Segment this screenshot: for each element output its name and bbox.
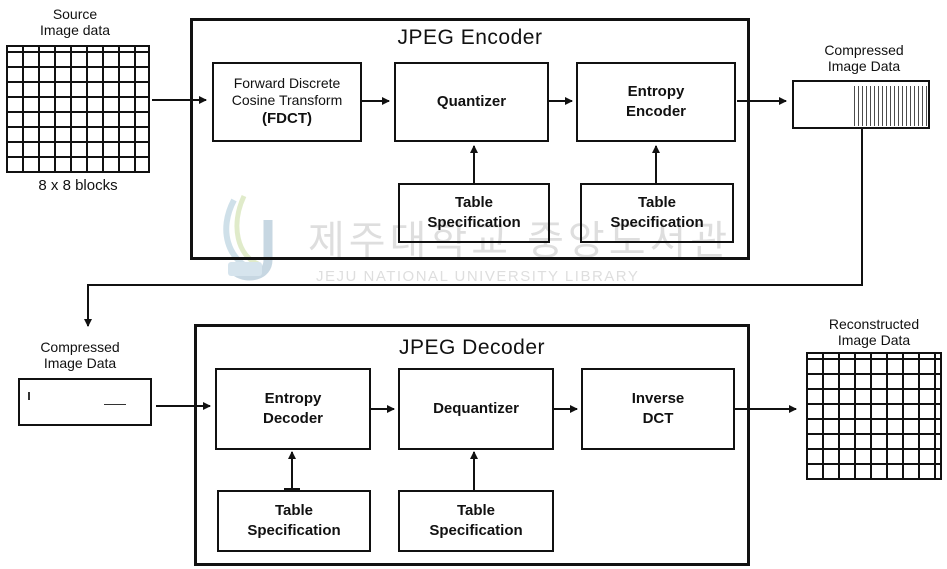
quantizer-box: Quantizer xyxy=(394,62,549,142)
source-label: Source Image data xyxy=(39,6,111,38)
decoder-quantizer-table-box: Table Specification xyxy=(398,490,554,552)
dequantizer-box: Dequantizer xyxy=(398,368,554,450)
encoder-entropy-table-box: Table Specification xyxy=(580,183,734,243)
fdct-box: Forward Discrete Cosine Transform (FDCT) xyxy=(212,62,362,142)
jpeg-encoder-frame xyxy=(190,18,750,260)
fdct-abbr: (FDCT) xyxy=(262,110,312,127)
fdct-line2: Cosine Transform xyxy=(231,92,343,108)
entropy-decoder-box: Entropy Decoder xyxy=(215,368,371,450)
reconstructed-block-grid xyxy=(806,352,942,480)
link-compressed-to-decoder xyxy=(84,128,863,327)
compressed-input-data xyxy=(18,378,152,426)
source-block-grid xyxy=(6,45,150,173)
inverse-dct-box: Inverse DCT xyxy=(581,368,735,450)
decoder-title: JPEG Decoder xyxy=(398,336,546,359)
compressed-output-data xyxy=(792,80,930,129)
encoder-title: JPEG Encoder xyxy=(397,26,543,49)
entropy-encoder-box: Entropy Encoder xyxy=(576,62,736,142)
jpeg-decoder-frame xyxy=(194,324,750,566)
reconstructed-label: Reconstructed Image Data xyxy=(828,316,920,348)
decoder-entropy-table-box: Table Specification xyxy=(217,490,371,552)
fdct-line1: Forward Discrete xyxy=(233,75,341,91)
compressed-output-label: Compressed Image Data xyxy=(824,42,904,74)
encoder-quantizer-table-box: Table Specification xyxy=(398,183,550,243)
source-caption: 8 x 8 blocks xyxy=(38,177,118,194)
compressed-input-label: Compressed Image Data xyxy=(40,339,120,371)
